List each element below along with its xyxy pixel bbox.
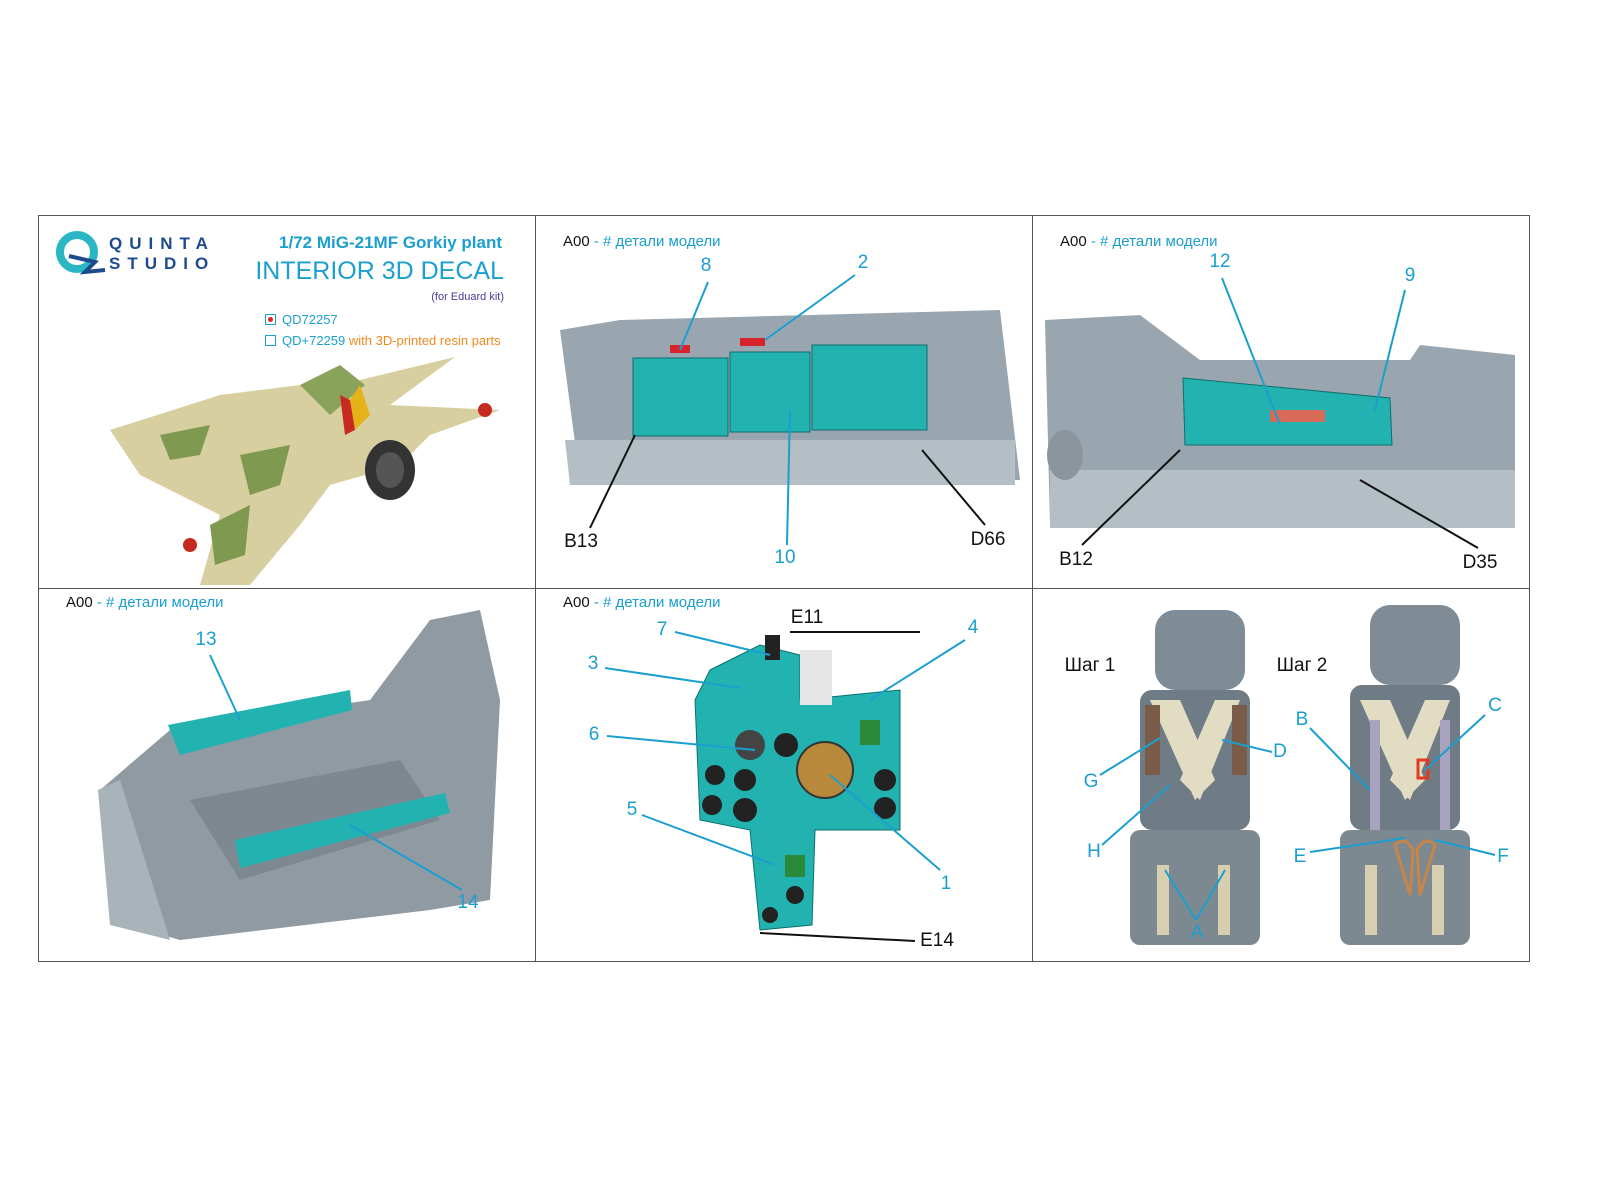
callout-2: 2 [857,252,869,273]
part-e11: E11 [790,607,824,628]
callout-e: E [1293,846,1307,867]
quinta-logo-icon [56,231,106,275]
part-d66: D66 [970,529,1006,550]
callout-4: 4 [967,617,979,638]
callout-b: B [1295,709,1309,730]
callout-c: C [1488,695,1502,716]
checkbox-checked[interactable] [265,314,276,325]
brand-line2: STUDIO [109,254,216,273]
mig21-aircraft-image [110,357,500,585]
part-b13: B13 [564,531,598,552]
part-b12: B12 [1059,549,1093,570]
callout-10: 10 [774,547,796,568]
product-title: 1/72 MiG-21MF Gorkiy plant [279,233,502,252]
callout-7: 7 [656,619,668,640]
option-qd72259[interactable]: QD+72259 with 3D-printed resin parts [265,333,501,348]
option-qd72257[interactable]: QD72257 [265,312,338,327]
product-subtitle: INTERIOR 3D DECAL [255,257,504,285]
callout-h: H [1087,841,1101,862]
step-2-label: Шаг 2 [1276,655,1328,676]
callout-g: G [1083,771,1099,792]
callout-d: D [1273,741,1287,762]
option-code: QD72257 [282,312,338,327]
checkbox-unchecked[interactable] [265,335,276,346]
callout-6: 6 [588,724,600,745]
kit-note: (for Eduard kit) [431,291,504,303]
callout-a: A [1190,922,1204,943]
panel-header: A00 - # детали модели [563,233,721,250]
part-d35: D35 [1462,552,1498,573]
callout-5: 5 [626,799,638,820]
brand-line1: QUINTA [109,234,215,253]
option-extra: with 3D-printed resin parts [345,333,501,348]
callout-8: 8 [700,255,712,276]
callout-12: 12 [1209,251,1231,272]
panel-header: A00 - # детали модели [66,594,224,611]
divider [38,588,1530,589]
callout-9: 9 [1404,265,1416,286]
part-e14: E14 [920,930,954,951]
callout-3: 3 [587,653,599,674]
callout-14: 14 [457,892,479,913]
panel-header: A00 - # детали модели [1060,233,1218,250]
panel-header: A00 - # детали модели [563,594,721,611]
callout-13: 13 [195,629,217,650]
step-1-label: Шаг 1 [1064,655,1116,676]
option-code: QD+72259 [282,333,346,348]
callout-1: 1 [940,873,952,894]
callout-f: F [1497,846,1509,867]
